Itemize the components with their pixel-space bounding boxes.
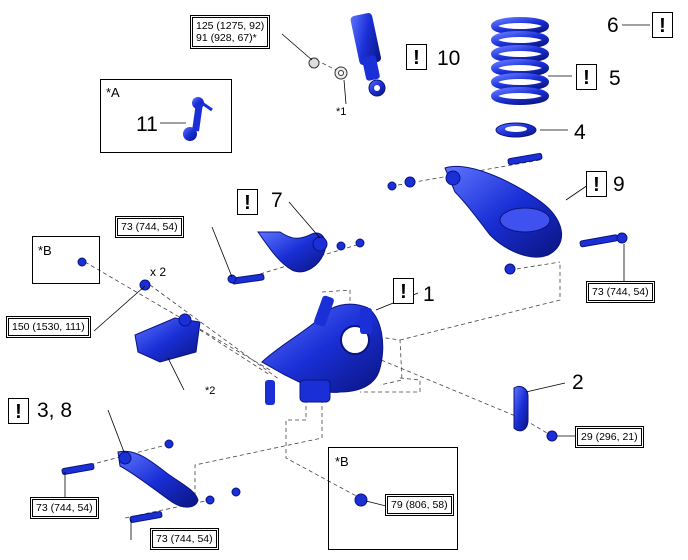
shock-bolt-and-washer [308, 57, 348, 80]
rear-axle-carrier [261, 295, 384, 405]
warning-icon-1: ! [393, 278, 414, 304]
warning-icon-6: ! [652, 12, 673, 38]
stabilizer-link [183, 97, 213, 141]
torque-spec-nut-b: 79 (806, 58) [385, 494, 454, 516]
callout-11: 11 [136, 113, 158, 136]
warning-icon-10: ! [406, 44, 427, 70]
torque-spec-lower-mid: 73 (744, 54) [150, 528, 219, 550]
upper-arm [257, 231, 328, 273]
callout-9: 9 [613, 173, 625, 196]
view-frame-b-left [32, 236, 100, 284]
callout-1: 1 [423, 283, 435, 306]
torque-spec-right-arm: 73 (744, 54) [586, 281, 655, 303]
view-frame-b-bottom [328, 447, 458, 550]
shock-absorber [350, 13, 386, 97]
callout-4: 4 [574, 121, 586, 144]
arm-bolts-lower [61, 439, 241, 523]
lower-arm-no1 [117, 450, 199, 508]
warning-icon-3-8: ! [8, 398, 29, 424]
arm-bolts-right [387, 152, 628, 275]
torque-spec-shock-line2: 91 (928, 67)* [196, 32, 257, 44]
lower-arm-no2 [444, 166, 563, 258]
torque-spec-bracket: 29 (296, 21) [575, 426, 644, 448]
arm-bolts-upper [227, 238, 365, 285]
view-frame-a [100, 79, 232, 153]
mark-x2: x 2 [150, 265, 167, 279]
callout-6: 6 [607, 14, 619, 37]
torque-spec-lower-left: 73 (744, 54) [30, 497, 99, 519]
torque-spec-shock: 125 (1275, 92) 91 (928, 67)* [190, 15, 271, 49]
callout-5: 5 [609, 67, 621, 90]
trailing-arm [134, 313, 201, 363]
warning-icon-7: ! [237, 189, 258, 215]
bracket [513, 385, 558, 442]
callout-10: 10 [437, 47, 461, 70]
mark-star-2: *2 [205, 385, 216, 397]
mark-star-b-bottom: *B [335, 454, 349, 469]
callout-7: 7 [271, 189, 283, 212]
loose-fasteners [77, 257, 368, 507]
spring-insulator [495, 122, 537, 138]
callout-3-8: 3, 8 [37, 399, 73, 422]
torque-spec-upper-arm: 73 (744, 54) [115, 216, 184, 238]
mark-star-1: *1 [336, 106, 347, 118]
callout-2: 2 [572, 371, 584, 394]
mark-star-a: *A [106, 85, 120, 100]
mark-star-b-left: *B [38, 243, 52, 258]
torque-spec-shock-line1: 125 (1275, 92) [196, 20, 265, 32]
torque-spec-left-bolt: 150 (1530, 111) [6, 316, 91, 338]
warning-icon-9: ! [586, 171, 607, 197]
warning-icon-5: ! [576, 64, 597, 90]
coil-spring [491, 17, 549, 105]
